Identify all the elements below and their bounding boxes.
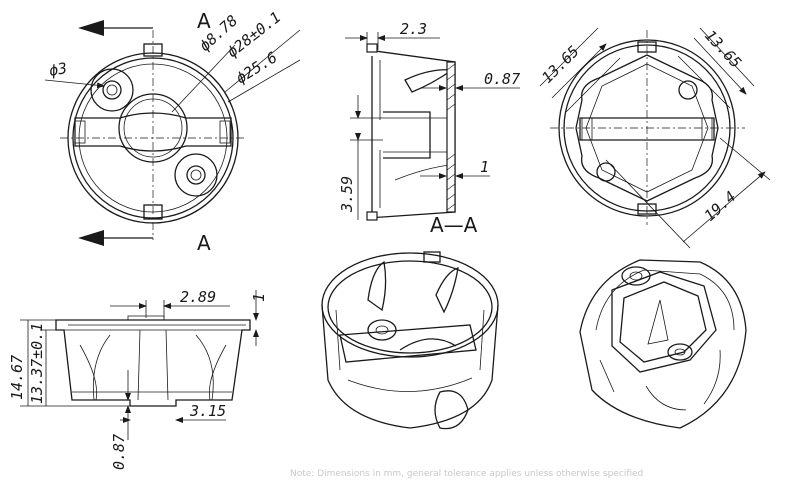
dim-flange-thk: 2.3 <box>400 20 427 38</box>
section-mark-top: A <box>197 9 211 33</box>
iso-top-view <box>321 251 499 430</box>
dim-body-h: 13.37±0.1 <box>28 323 46 404</box>
dim-wall-thk: 0.87 <box>484 70 520 88</box>
section-title: A—A <box>430 213 478 237</box>
side-view: 2.89 1 14.67 13.37±0.1 0.87 3.15 <box>8 288 268 470</box>
section-view: 2.3 0.87 1 3.59 A—A <box>338 20 520 237</box>
dim-diag-left: 13.65 <box>538 42 583 87</box>
dim-hole-dia: ϕ3 <box>48 59 69 80</box>
section-mark-bottom: A <box>197 231 211 255</box>
bottom-view: 13.65 13.65 19.4 <box>538 26 771 249</box>
dim-rib-thk: 1 <box>480 158 489 176</box>
dim-slot-w: 3.15 <box>189 402 226 420</box>
iso-bottom-view <box>579 259 747 429</box>
footer-note: Note: Dimensions in mm, general toleranc… <box>290 469 643 479</box>
dim-cavity-h: 3.59 <box>338 176 356 213</box>
top-view: A A ϕ3 ϕ8.78 ϕ28±0.1 ϕ25.6 <box>44 8 301 255</box>
dim-lip-h: 1 <box>250 293 268 302</box>
dim-bottom-thk: 0.87 <box>110 434 128 470</box>
dim-step-w: 2.89 <box>180 288 216 306</box>
dim-total-h: 14.67 <box>8 355 26 400</box>
